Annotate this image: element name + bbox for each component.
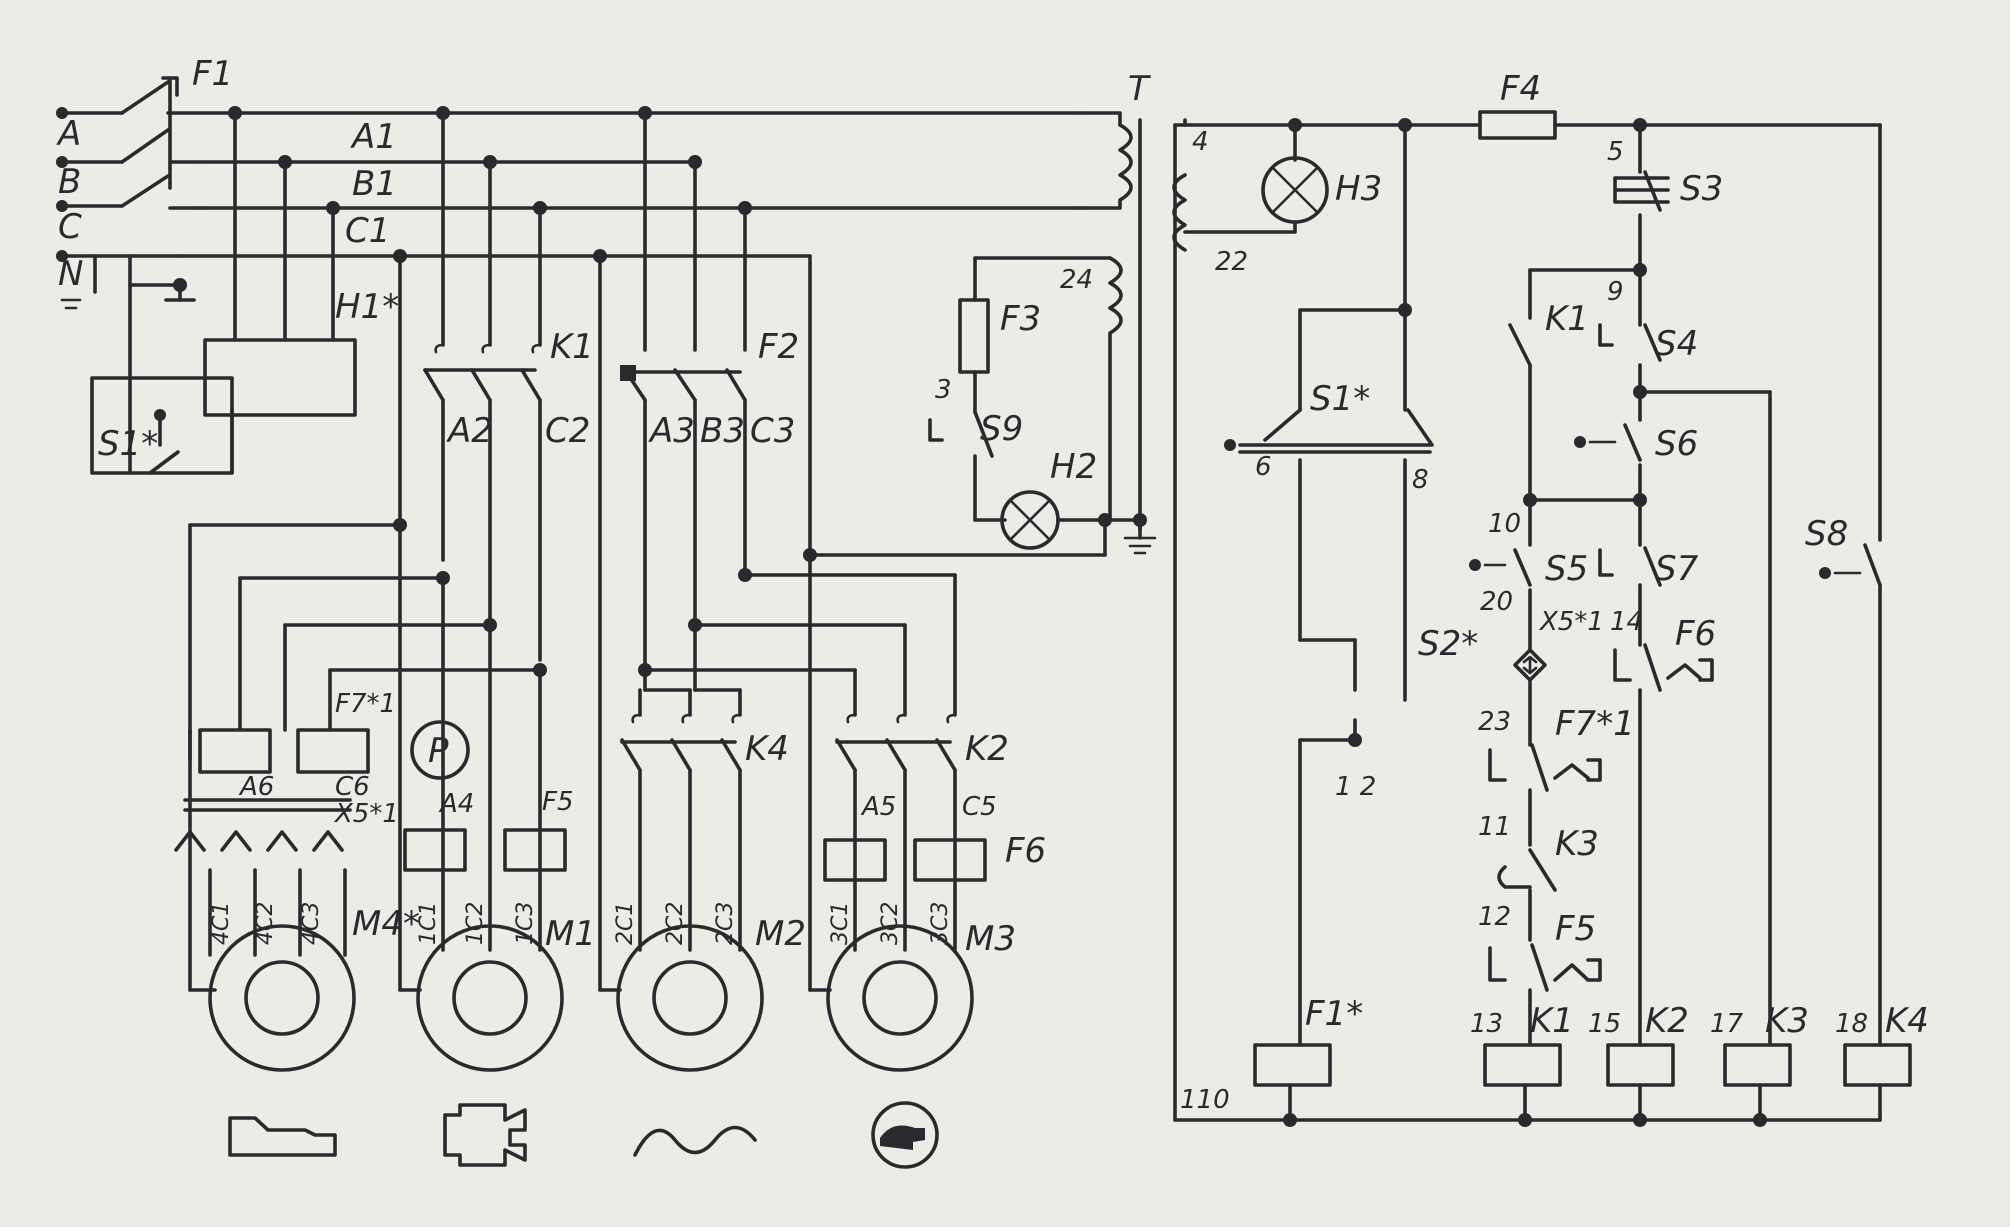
labels: A B C N F1 A1 B1 C1 H1* S1* K1 F2 A2 C2 …	[56, 54, 1929, 1115]
label-F6-power: F6	[1005, 831, 1046, 871]
label-3: 3	[935, 375, 952, 405]
label-F5-control: F5	[1555, 909, 1596, 949]
label-K1: K1	[550, 327, 594, 367]
label-22: 22	[1215, 247, 1248, 277]
label-F1-coil: F1*	[1305, 994, 1363, 1034]
label-2C3: 2C3	[713, 902, 738, 945]
label-9: 9	[1607, 277, 1624, 307]
label-6: 6	[1255, 452, 1272, 482]
label-S8: S8	[1805, 514, 1848, 554]
label-F7-control: F7*1	[1555, 704, 1635, 744]
label-S9: S9	[980, 409, 1023, 449]
label-S3: S3	[1680, 169, 1723, 209]
label-17: 17	[1710, 1009, 1744, 1039]
label-X5-power: X5*1	[333, 799, 399, 829]
label-5: 5	[1607, 137, 1624, 167]
label-F7-power: F7*1	[335, 689, 396, 719]
label-1C2: 1C2	[463, 902, 488, 945]
label-24: 24	[1060, 265, 1093, 295]
label-K4-coil: K4	[1885, 1001, 1929, 1041]
label-23: 23	[1478, 707, 1511, 737]
label-1C1: 1C1	[416, 902, 441, 945]
label-K1-coil: K1	[1530, 1001, 1574, 1041]
label-M1: M1	[545, 914, 596, 954]
label-M3: M3	[965, 919, 1016, 959]
label-X5-control: X5*1	[1538, 607, 1604, 637]
label-F3: F3	[1000, 299, 1041, 339]
label-C6: C6	[335, 772, 370, 802]
power-circuit	[56, 76, 1157, 1169]
label-4C1: 4C1	[209, 902, 234, 945]
label-F5-power: F5	[542, 787, 574, 817]
label-2C2: 2C2	[663, 902, 688, 945]
label-18: 18	[1835, 1009, 1868, 1039]
label-12-branch: 1 2	[1335, 772, 1376, 802]
label-B3: B3	[700, 411, 745, 451]
label-C5: C5	[962, 792, 997, 822]
label-B: B	[58, 162, 81, 202]
label-K3: K3	[1555, 824, 1599, 864]
label-S5: S5	[1545, 549, 1588, 589]
label-3C2: 3C2	[878, 902, 903, 945]
label-4C2: 4C2	[253, 902, 278, 945]
machine-symbols	[228, 1101, 939, 1169]
motor-M4	[208, 924, 356, 1072]
label-F2: F2	[758, 327, 799, 367]
label-A4: A4	[438, 789, 474, 819]
motor-M2	[616, 924, 764, 1072]
label-M2: M2	[755, 914, 806, 954]
label-4C3: 4C3	[299, 902, 324, 945]
label-13: 13	[1470, 1009, 1503, 1039]
label-K4: K4	[745, 729, 789, 769]
label-H3: H3	[1335, 169, 1382, 209]
label-K2: K2	[965, 729, 1009, 769]
label-F1: F1	[192, 54, 233, 94]
label-S1-control: S1*	[1310, 379, 1370, 419]
control-circuit	[1172, 110, 1912, 1127]
label-F4: F4	[1500, 69, 1541, 109]
label-H2: H2	[1050, 447, 1097, 487]
label-K1-control: K1	[1545, 299, 1589, 339]
label-1C3: 1C3	[513, 902, 538, 945]
label-A2: A2	[446, 411, 493, 451]
label-4: 4	[1192, 127, 1209, 157]
label-K2-coil: K2	[1645, 1001, 1689, 1041]
label-P: P	[428, 731, 449, 771]
label-2C1: 2C1	[613, 902, 638, 945]
label-A6: A6	[238, 772, 274, 802]
label-A5: A5	[860, 792, 896, 822]
label-8: 8	[1412, 465, 1429, 495]
label-C2: C2	[545, 411, 590, 451]
label-14: 14	[1610, 607, 1643, 637]
label-11: 11	[1478, 812, 1511, 842]
label-110: 110	[1180, 1085, 1230, 1115]
label-10: 10	[1488, 509, 1521, 539]
label-M4: M4*	[352, 904, 420, 944]
label-3C3: 3C3	[928, 902, 953, 945]
label-20: 20	[1480, 587, 1513, 617]
label-A1: A1	[350, 117, 397, 157]
motor-M1	[416, 924, 564, 1072]
label-15: 15	[1588, 1009, 1621, 1039]
label-S7: S7	[1655, 549, 1699, 589]
label-C3: C3	[750, 411, 795, 451]
label-B1: B1	[352, 164, 397, 204]
label-A: A	[56, 114, 81, 154]
motor-M3	[826, 924, 974, 1072]
label-F6-control: F6	[1675, 614, 1716, 654]
label-12: 12	[1478, 902, 1511, 932]
label-H1: H1*	[335, 287, 399, 327]
label-3C1: 3C1	[828, 902, 853, 945]
label-S6: S6	[1655, 424, 1698, 464]
label-A3: A3	[648, 411, 695, 451]
label-S2: S2*	[1418, 624, 1478, 664]
label-C1: C1	[345, 211, 390, 251]
label-S4: S4	[1655, 324, 1698, 364]
label-S1: S1*	[98, 424, 158, 464]
label-C: C	[58, 207, 82, 247]
label-K3-coil: K3	[1765, 1001, 1809, 1041]
label-N: N	[58, 254, 83, 294]
label-T: T	[1128, 69, 1151, 109]
